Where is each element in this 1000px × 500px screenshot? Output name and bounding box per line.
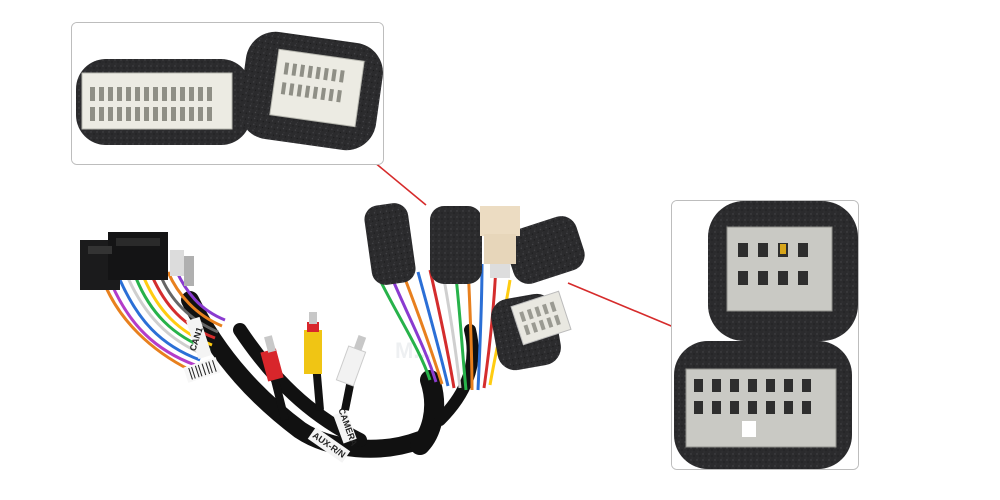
label-sticker-can: CAN1 xyxy=(186,316,212,360)
small-white-plug xyxy=(170,250,184,276)
rca-plug-white xyxy=(335,335,367,411)
closeup-white-connectors-image xyxy=(72,23,383,164)
closeup-inset-grey-connectors xyxy=(671,200,859,470)
closeup-grey-connectors-image xyxy=(672,201,858,469)
rca-plug-red xyxy=(260,335,289,421)
foam-wrapped-connectors xyxy=(364,203,585,371)
colored-wires xyxy=(103,263,512,391)
barcode-sticker xyxy=(183,357,221,383)
rca-plug-yellow xyxy=(304,312,324,411)
small-grey-plug xyxy=(184,256,194,286)
closeup-inset-white-connectors xyxy=(71,22,384,165)
iso-connector-black xyxy=(80,232,168,290)
white-plug-connector xyxy=(480,206,520,278)
